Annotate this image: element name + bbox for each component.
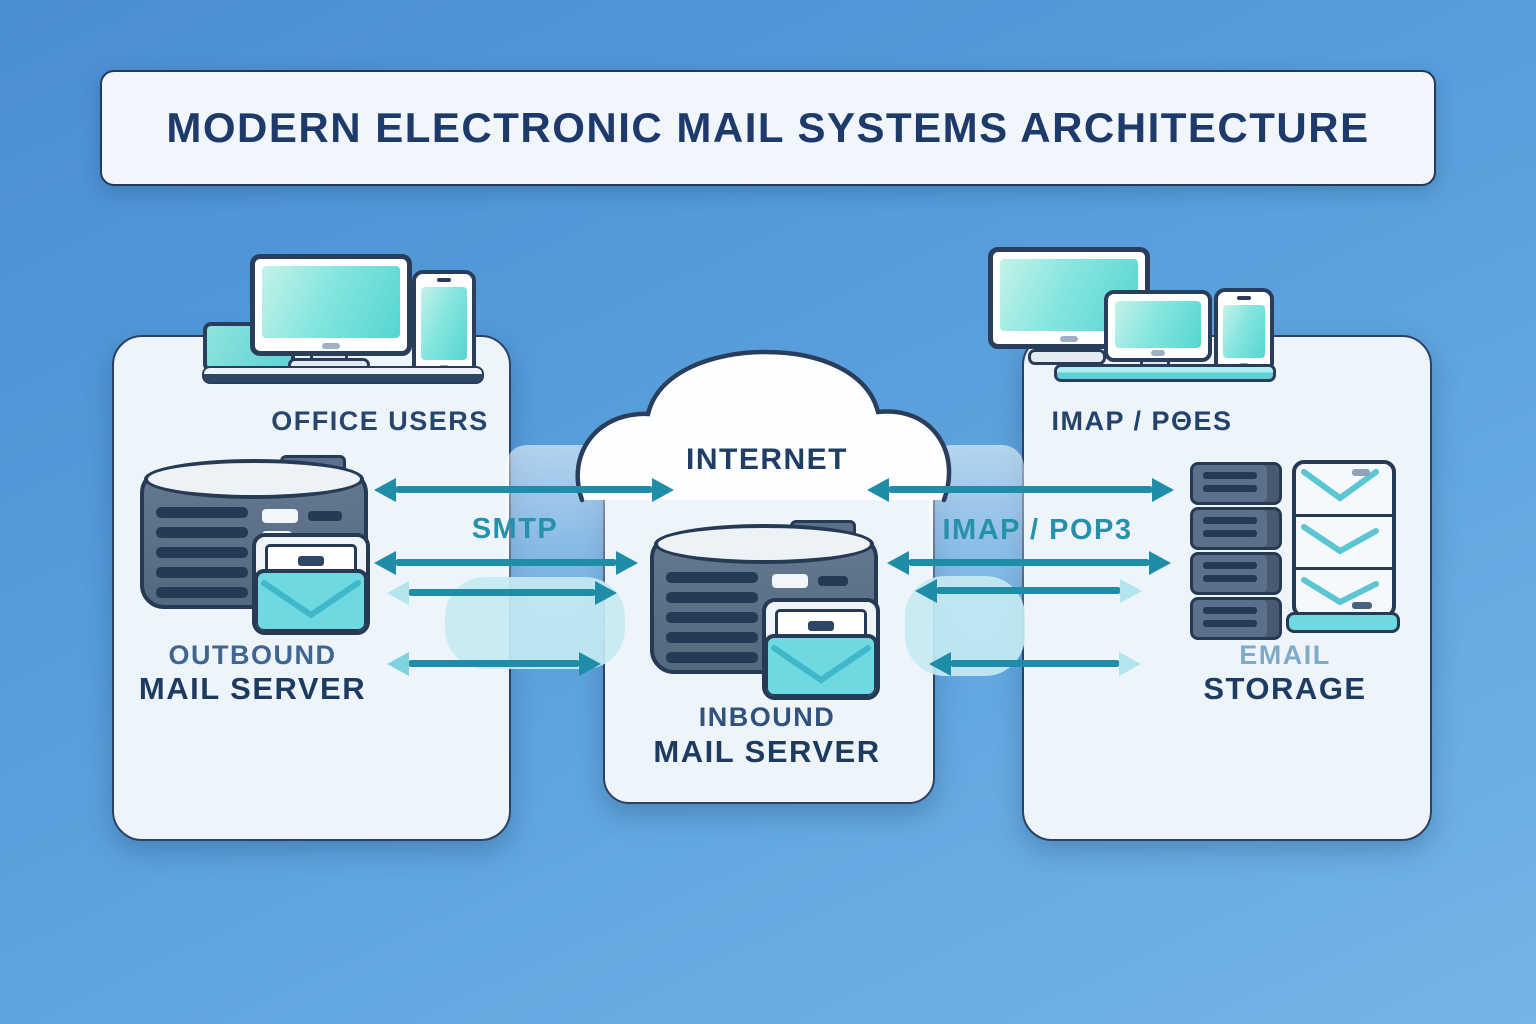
arrowhead-left (867, 477, 889, 502)
storage-label-line1: EMAIL (1239, 640, 1331, 670)
arrowhead-left (887, 550, 909, 575)
title-banner: MODERN ELECTRONIC MAIL SYSTEMS ARCHITECT… (100, 70, 1436, 186)
server-slat (156, 567, 248, 578)
desk-shelf (202, 366, 484, 384)
server-slat (156, 527, 248, 538)
server-unit (1190, 462, 1282, 505)
monitor-screen (1115, 301, 1201, 348)
smartphone-icon (1214, 288, 1274, 374)
monitor-power-dot (322, 343, 340, 349)
arrowhead-right (652, 477, 674, 502)
internet-cloud-icon (575, 349, 952, 503)
arrowhead-right (595, 580, 617, 605)
server-bar (818, 576, 848, 586)
imap-devices-label: IMAP / PΘES (1051, 406, 1233, 436)
page-title: MODERN ELECTRONIC MAIL SYSTEMS ARCHITECT… (166, 104, 1370, 151)
internet-label: INTERNET (686, 443, 848, 476)
arrowhead-right-faded (1119, 651, 1141, 676)
arrowhead-left (374, 477, 396, 502)
server-slat (666, 612, 758, 623)
arrowhead-right-faded (1120, 578, 1142, 603)
envelope-stamp (298, 556, 324, 566)
server-chip (772, 574, 808, 588)
server-unit (1190, 552, 1282, 595)
envelope-fold (771, 645, 871, 684)
phone-speaker (437, 278, 451, 282)
monitor-power-dot (1151, 350, 1165, 356)
imap-pop3-label: IMAP / POP3 (942, 514, 1133, 546)
imap-arrow-mid (887, 550, 1171, 575)
envelope-flap-icon (1301, 523, 1379, 555)
monitor-power-dot (1060, 336, 1078, 342)
device-shelf (1054, 364, 1276, 382)
email-storage-cabinet-icon (1190, 458, 1400, 640)
envelope-stamp (808, 621, 834, 631)
envelope-icon (252, 533, 370, 635)
server-chip (262, 509, 298, 523)
imap-arrow-bottom (929, 651, 1141, 676)
arrowhead-left (374, 550, 396, 575)
smtp-arrow-bottom (387, 651, 601, 676)
arrowhead-right (1152, 477, 1174, 502)
phone-speaker (1237, 296, 1251, 300)
envelope-pocket (256, 569, 366, 631)
arrowhead-right (1149, 550, 1171, 575)
arrowhead-left-light (387, 651, 409, 676)
phone-screen (421, 287, 467, 360)
arrowhead-left (929, 651, 951, 676)
envelope-flap-icon (1301, 469, 1379, 502)
mail-server-icon-outbound (140, 455, 370, 635)
server-slat (156, 507, 248, 518)
arrowhead-left-faded (387, 580, 409, 605)
phone-screen (1223, 305, 1265, 358)
mail-server-icon-inbound (650, 520, 880, 700)
envelope-icon (762, 598, 880, 700)
office-users-label: OFFICE USERS (271, 406, 489, 436)
smtp-arrow-mid (374, 550, 638, 575)
envelope-fold (261, 580, 361, 619)
server-slat (156, 547, 248, 558)
envelope-flap-icon (1301, 576, 1379, 609)
cabinet-base (1286, 612, 1400, 633)
envelope-pocket (766, 634, 876, 696)
server-bar (308, 511, 342, 521)
smtp-label: SMTP (471, 513, 559, 545)
monitor-base (1028, 349, 1106, 365)
server-slat (156, 587, 248, 598)
imap-arrow-lower (915, 578, 1142, 603)
server-lid (144, 459, 364, 499)
desktop-monitor-icon (250, 254, 412, 356)
arrowhead-right (616, 550, 638, 575)
server-lid (654, 524, 874, 564)
outbound-label-line2: MAIL SERVER (138, 671, 367, 706)
inbound-label-line1: INBOUND (698, 702, 836, 732)
monitor-screen (262, 266, 400, 338)
smtp-arrow-top (374, 477, 674, 502)
server-slat (666, 572, 758, 583)
smtp-arrow-lower (387, 580, 617, 605)
server-unit (1190, 597, 1282, 640)
envelope-drawer (1296, 464, 1392, 517)
arrowhead-left (915, 578, 937, 603)
envelope-drawer (1296, 570, 1392, 614)
envelope-cabinet (1292, 460, 1396, 618)
outbound-label-line1: OUTBOUND (168, 640, 337, 670)
secondary-monitor-icon (1104, 290, 1212, 362)
inbound-label-line2: MAIL SERVER (653, 734, 881, 769)
server-slat (666, 592, 758, 603)
server-slat (666, 632, 758, 643)
server-slat (666, 652, 758, 663)
envelope-drawer (1296, 517, 1392, 570)
server-unit (1190, 507, 1282, 550)
smartphone-icon (412, 270, 476, 376)
storage-label-line2: STORAGE (1203, 671, 1367, 706)
imap-arrow-top (867, 477, 1174, 502)
server-tower-icon (1190, 462, 1282, 642)
arrowhead-right (579, 651, 601, 676)
